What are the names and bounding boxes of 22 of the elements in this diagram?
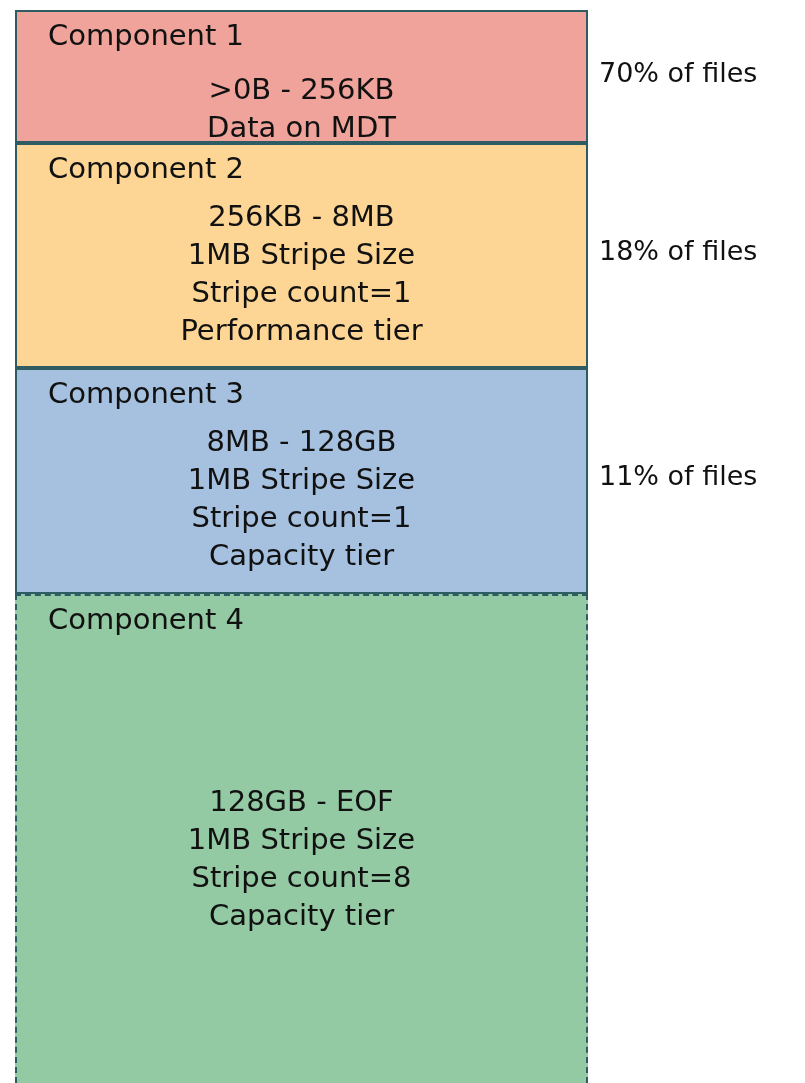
- share-label: 70% of files: [599, 57, 758, 88]
- band-heading: Component 4: [48, 602, 245, 636]
- band-heading: Component 1: [48, 18, 245, 52]
- share-label: 18% of files: [599, 235, 758, 266]
- band-text: Stripe count=8: [191, 859, 412, 896]
- band-text: Capacity tier: [208, 537, 395, 574]
- band-text: 1MB Stripe Size: [187, 821, 416, 858]
- band-text: >0B - 256KB: [208, 71, 395, 108]
- band-text: Performance tier: [180, 312, 423, 349]
- band-heading: Component 2: [48, 151, 245, 185]
- band-text: 8MB - 128GB: [206, 423, 397, 460]
- band-text: Capacity tier: [208, 897, 395, 934]
- band-text: Stripe count=1: [191, 274, 412, 311]
- share-label: 11% of files: [599, 460, 758, 491]
- band-text: Stripe count=1: [191, 499, 412, 536]
- band-text: Data on MDT: [207, 109, 396, 146]
- band-heading: Component 3: [48, 376, 245, 410]
- layer-band: [15, 594, 588, 1083]
- band-text: 1MB Stripe Size: [187, 236, 416, 273]
- band-text: 128GB - EOF: [209, 783, 394, 820]
- band-text: 1MB Stripe Size: [187, 461, 416, 498]
- band-text: 256KB - 8MB: [208, 198, 395, 235]
